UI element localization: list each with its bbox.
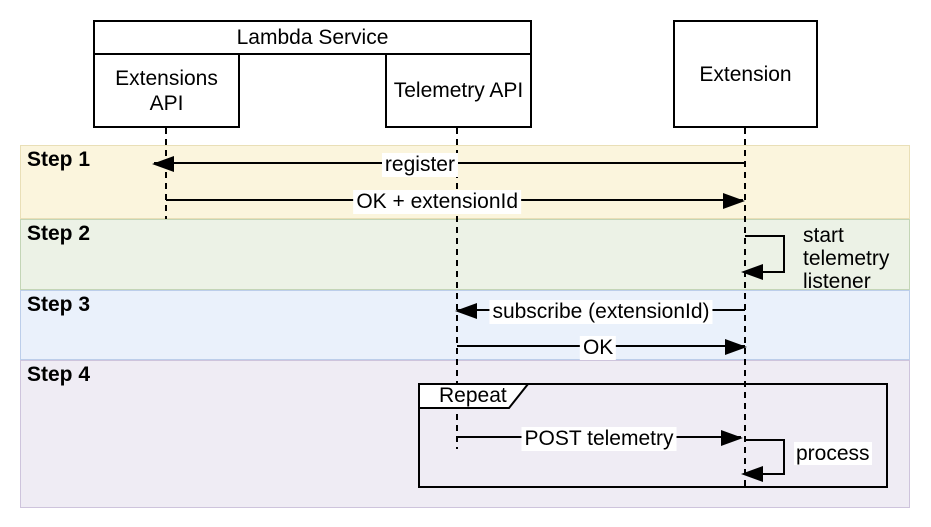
- telemetry-api-lifeline: [456, 128, 458, 449]
- extensions-api-label: Extensions API: [115, 66, 218, 115]
- lambda-service-box: Lambda Service: [93, 20, 532, 55]
- arrowhead-left-icon: [741, 466, 763, 482]
- lambda-service-label: Lambda Service: [236, 26, 389, 49]
- extension-lifeline: [744, 128, 746, 490]
- process-label: process: [794, 442, 872, 465]
- register-arrow: register: [152, 153, 745, 177]
- post-telemetry-arrow: POST telemetry: [457, 427, 743, 451]
- extension-label: Extension: [699, 62, 792, 86]
- ok-extensionid-label: OK + extensionId: [353, 190, 522, 214]
- subscribe-arrow: subscribe (extensionId): [455, 300, 745, 324]
- process-self-loop: [741, 439, 785, 482]
- post-telemetry-label: POST telemetry: [521, 427, 677, 451]
- subscribe-label: subscribe (extensionId): [489, 300, 713, 324]
- arrowhead-right-icon: [725, 339, 747, 355]
- telemetry-api-label: Telemetry API: [393, 79, 524, 102]
- repeat-fragment-frame: Repeat: [418, 383, 888, 488]
- arrowhead-left-icon: [455, 303, 477, 319]
- step-4-label: Step 4: [27, 363, 91, 386]
- ok-arrow: OK: [457, 336, 747, 360]
- extensions-api-box: Extensions API: [93, 53, 240, 128]
- start-listener-label: start telemetry listener: [803, 224, 890, 293]
- telemetry-api-box: Telemetry API: [385, 53, 532, 128]
- repeat-tab-shape-icon: [418, 383, 530, 409]
- register-label: register: [381, 153, 458, 177]
- extensions-api-lifeline: [165, 128, 167, 219]
- step-3-label: Step 3: [27, 293, 91, 316]
- arrowhead-right-icon: [721, 430, 743, 446]
- repeat-label: Repeat: [439, 384, 507, 407]
- step-2-label: Step 2: [27, 222, 91, 245]
- ok-extensionid-arrow: OK + extensionId: [166, 190, 745, 214]
- step-1-label: Step 1: [27, 148, 91, 171]
- arrowhead-right-icon: [723, 193, 745, 209]
- ok-label: OK: [579, 336, 617, 360]
- extension-box: Extension: [673, 20, 818, 128]
- arrowhead-left-icon: [152, 156, 174, 172]
- start-listener-self-loop: [741, 235, 785, 280]
- arrowhead-left-icon: [741, 264, 763, 280]
- repeat-fragment-tab: Repeat: [418, 383, 530, 409]
- step-3-band: Step 3: [20, 290, 910, 360]
